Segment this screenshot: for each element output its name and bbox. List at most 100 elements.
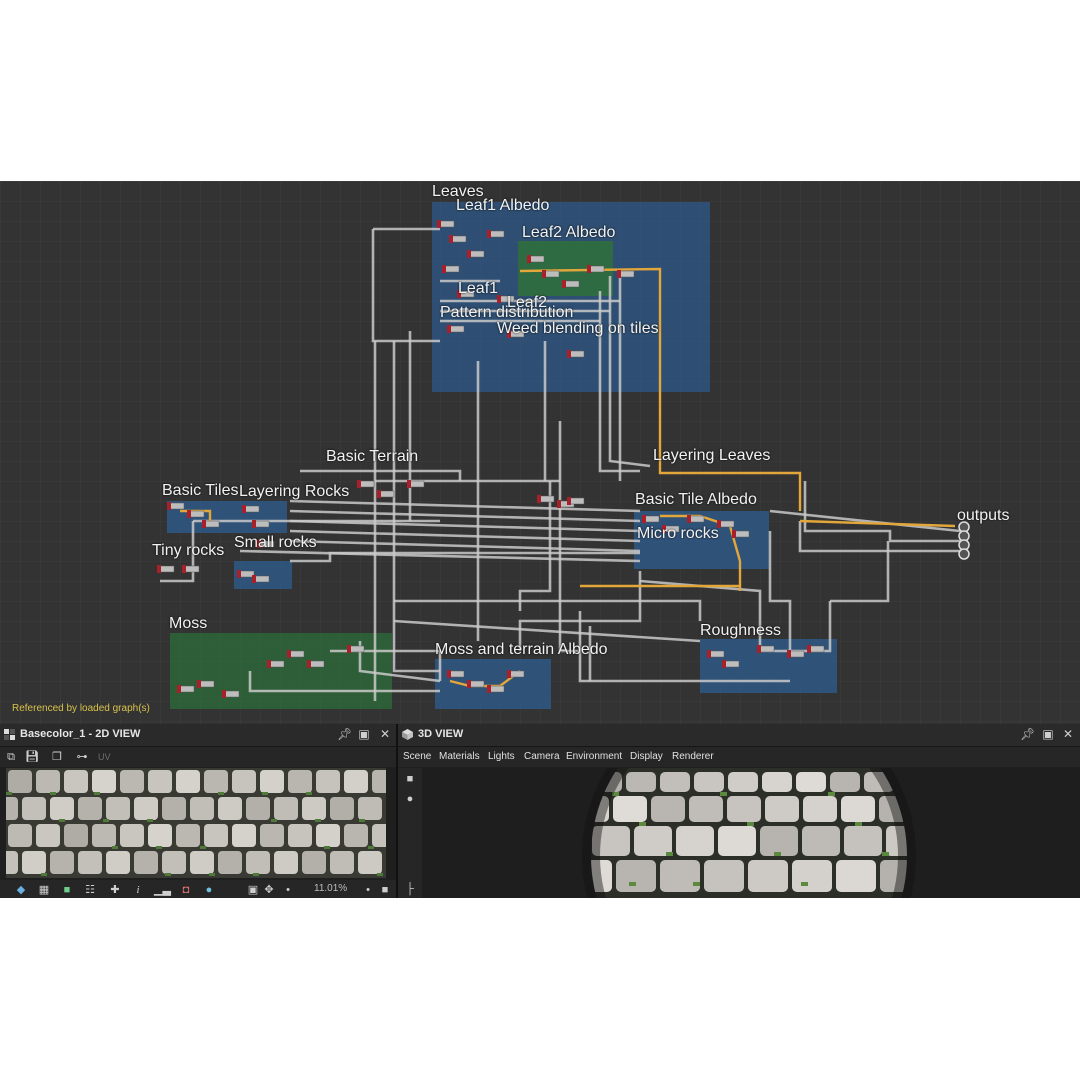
sphere-tile-21 bbox=[676, 826, 714, 856]
menu-environment[interactable]: Environment bbox=[566, 751, 623, 762]
share-icon[interactable]: ⊶ bbox=[76, 751, 88, 763]
layers-icon[interactable]: ◆ bbox=[16, 884, 26, 896]
frame-label-moss-terrain-albedo[interactable]: Moss and terrain Albedo bbox=[435, 641, 608, 658]
substance-designer-window: Leaves Leaf1 Albedo Leaf2 Albedo Leaf1 L… bbox=[0, 181, 1080, 898]
maximize-icon[interactable]: ▣ bbox=[1042, 727, 1054, 741]
sphere-tile-28 bbox=[616, 860, 656, 892]
output-node-3 bbox=[958, 548, 970, 560]
frame-label-roughness[interactable]: Roughness bbox=[700, 622, 781, 639]
wire-43 bbox=[639, 579, 762, 651]
texture-tile-52 bbox=[162, 851, 186, 874]
settings-dot-icon[interactable]: • bbox=[366, 884, 370, 896]
checker-toggle-icon[interactable]: ▦ bbox=[38, 884, 50, 896]
color-picker-icon[interactable]: ◘ bbox=[182, 884, 190, 896]
texture-tile-46 bbox=[6, 851, 18, 874]
pin-icon[interactable]: 📌︎ bbox=[337, 727, 353, 741]
menu-materials[interactable]: Materials bbox=[439, 751, 480, 762]
zoom-level[interactable]: 11.01% bbox=[314, 883, 348, 894]
texture-tile-24 bbox=[218, 797, 242, 820]
zoom-dot-icon[interactable]: • bbox=[286, 884, 290, 896]
frame-label-pattern-distribution[interactable]: Pattern distribution bbox=[440, 304, 574, 321]
wire-28 bbox=[803, 481, 960, 543]
panel-3d-titlebar[interactable]: 3D VIEW 📌︎ ▣ ✕ bbox=[398, 724, 1080, 747]
wire-21 bbox=[598, 291, 640, 473]
frame-label-leaves[interactable]: Leaves bbox=[432, 183, 484, 200]
frame-label-micro-rocks[interactable]: Micro rocks bbox=[637, 525, 719, 542]
node-port-21 bbox=[187, 510, 191, 518]
sphere-tile-5 bbox=[762, 772, 792, 792]
panel-divider[interactable] bbox=[396, 724, 398, 898]
node-35 bbox=[449, 670, 465, 678]
viewport-3d[interactable] bbox=[422, 768, 1080, 898]
hierarchy-icon[interactable]: ├ bbox=[406, 883, 414, 895]
histogram-icon[interactable]: ▁▃ bbox=[154, 884, 171, 896]
menu-renderer[interactable]: Renderer bbox=[672, 751, 714, 762]
grid-icon[interactable]: ☷ bbox=[85, 884, 95, 896]
node-14 bbox=[569, 350, 585, 358]
wire-12 bbox=[289, 539, 641, 553]
duplicate-icon[interactable]: ❐ bbox=[52, 751, 62, 763]
frame-label-moss[interactable]: Moss bbox=[169, 615, 208, 632]
frame-label-leaf2-albedo[interactable]: Leaf2 Albedo bbox=[522, 224, 616, 241]
wire-15 bbox=[394, 599, 702, 621]
moss-patch-4 bbox=[218, 792, 224, 795]
maximize-icon[interactable]: ▣ bbox=[358, 727, 370, 741]
node-port-44 bbox=[307, 660, 311, 668]
menu-display[interactable]: Display bbox=[630, 751, 663, 762]
referenced-by-note: Referenced by loaded graph(s) bbox=[12, 703, 150, 714]
wire-highlight-3 bbox=[449, 670, 521, 688]
texture-tile-47 bbox=[22, 851, 46, 874]
save-icon[interactable]: 💾︎ bbox=[25, 751, 39, 763]
wire-10 bbox=[289, 519, 641, 533]
viewport-2d[interactable] bbox=[6, 768, 386, 878]
info-icon[interactable]: i bbox=[136, 884, 140, 896]
light-bulb-icon[interactable]: ● bbox=[406, 793, 414, 805]
pan-icon[interactable]: ✥ bbox=[264, 884, 274, 896]
pin-icon[interactable]: 📌︎ bbox=[1020, 727, 1036, 741]
panel-3d-title: 3D VIEW bbox=[418, 728, 464, 740]
node-port-2 bbox=[467, 250, 471, 258]
frame-label-tiny-rocks[interactable]: Tiny rocks bbox=[152, 542, 225, 559]
node-34 bbox=[734, 530, 750, 538]
node-16 bbox=[379, 490, 395, 498]
node-23 bbox=[244, 505, 260, 513]
tiling-icon[interactable]: ✚ bbox=[110, 884, 120, 896]
toolbar-2d: ⧉ 💾︎ ❐ ⊶ UV bbox=[0, 747, 396, 767]
frame-label-small-rocks[interactable]: Small rocks bbox=[234, 534, 317, 551]
close-icon[interactable]: ✕ bbox=[1062, 727, 1074, 741]
frame-label-basic-tile-albedo[interactable]: Basic Tile Albedo bbox=[635, 491, 757, 508]
sphere-tile-19 bbox=[592, 826, 630, 856]
menu-scene[interactable]: Scene bbox=[403, 751, 432, 762]
sphere-moss-5 bbox=[747, 822, 754, 826]
sphere-tile-15 bbox=[765, 796, 799, 822]
close-icon[interactable]: ✕ bbox=[379, 727, 391, 741]
node-graph-canvas[interactable]: Leaves Leaf1 Albedo Leaf2 Albedo Leaf1 L… bbox=[0, 181, 1080, 724]
texture-tile-33 bbox=[64, 824, 88, 847]
uv-dropdown[interactable]: UV bbox=[98, 752, 111, 762]
wire-11 bbox=[289, 529, 641, 543]
menu-camera[interactable]: Camera bbox=[524, 751, 560, 762]
frame-label-leaf1-albedo[interactable]: Leaf1 Albedo bbox=[456, 197, 550, 214]
color-wheel-icon[interactable]: ● bbox=[205, 884, 213, 896]
panel-2d-titlebar[interactable]: Basecolor_1 - 2D VIEW 📌︎ ▣ ✕ bbox=[0, 724, 396, 747]
camera-icon[interactable]: ■ bbox=[406, 773, 414, 785]
color-channel-icon[interactable]: ■ bbox=[63, 884, 71, 896]
node-port-38 bbox=[507, 670, 511, 678]
frame-label-layering-leaves[interactable]: Layering Leaves bbox=[653, 447, 771, 464]
menu-lights[interactable]: Lights bbox=[488, 751, 515, 762]
frame-label-leaf2[interactable]: Leaf2 bbox=[507, 294, 548, 311]
frame-label-outputs[interactable]: outputs bbox=[957, 507, 1010, 524]
lock-icon[interactable]: ■ bbox=[381, 884, 389, 896]
node-port-1 bbox=[449, 235, 453, 243]
copy-icon[interactable]: ⧉ bbox=[7, 751, 15, 763]
texture-tile-34 bbox=[92, 824, 116, 847]
frame-label-weed-blending[interactable]: Weed blending on tiles bbox=[497, 320, 659, 337]
frame-label-layering-rocks[interactable]: Layering Rocks bbox=[239, 483, 350, 500]
fit-view-icon[interactable]: ▣ bbox=[247, 884, 259, 896]
frame-label-basic-terrain[interactable]: Basic Terrain bbox=[326, 448, 419, 465]
node-47 bbox=[724, 660, 740, 668]
texture-tile-1 bbox=[8, 770, 32, 793]
frame-label-leaf1[interactable]: Leaf1 bbox=[458, 280, 499, 297]
sphere-tile-16 bbox=[803, 796, 837, 822]
frame-label-basic-tiles[interactable]: Basic Tiles bbox=[162, 482, 239, 499]
